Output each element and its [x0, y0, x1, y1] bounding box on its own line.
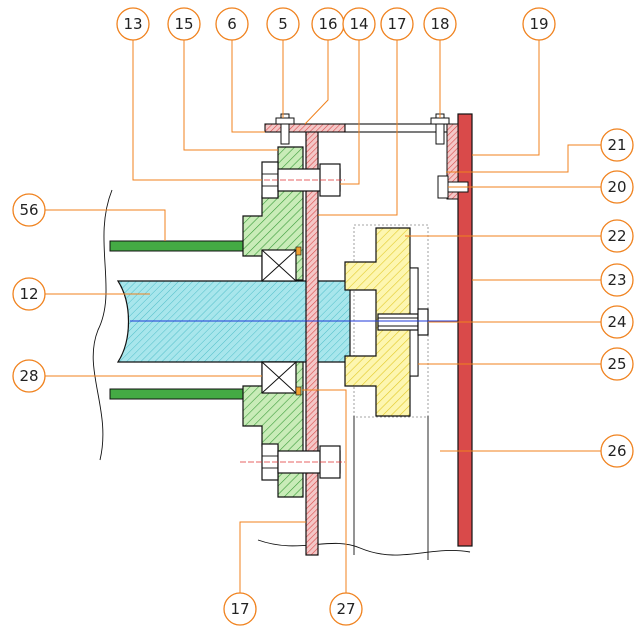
leader-56: [45, 209, 166, 241]
leader-6: [231, 40, 265, 133]
svg-text:56: 56: [19, 201, 38, 219]
svg-text:17: 17: [387, 15, 406, 33]
callout-27: 27: [329, 592, 363, 626]
callout-19: 19: [522, 7, 556, 41]
svg-text:14: 14: [349, 15, 368, 33]
svg-text:24: 24: [607, 313, 626, 331]
wall-plate-17: [305, 129, 319, 556]
svg-text:25: 25: [607, 355, 626, 373]
svg-text:12: 12: [19, 285, 38, 303]
top-bar-16: [264, 123, 346, 133]
svg-text:28: 28: [19, 367, 38, 385]
svg-text:6: 6: [227, 15, 237, 33]
leader-16: [304, 40, 329, 125]
callout-6: 6: [215, 7, 249, 41]
callout-21: 21: [600, 128, 634, 162]
flange-bolt-lower: [240, 443, 345, 481]
break-line-left: [92, 189, 113, 461]
svg-text:27: 27: [336, 600, 355, 618]
callout-22: 22: [600, 219, 634, 253]
top-bar-extension: [344, 123, 448, 133]
callout-12: 12: [12, 277, 46, 311]
bearing-lower: [261, 361, 302, 396]
callout-56: 56: [12, 193, 46, 227]
svg-text:23: 23: [607, 271, 626, 289]
svg-text:18: 18: [430, 15, 449, 33]
right-plate-23: [457, 113, 473, 547]
svg-text:15: 15: [174, 15, 193, 33]
callout-20: 20: [600, 170, 634, 204]
callout-26: 26: [600, 434, 634, 468]
svg-text:22: 22: [607, 227, 626, 245]
leader-14: [340, 40, 360, 185]
callout-15: 15: [167, 7, 201, 41]
leader-17-bottom: [239, 521, 306, 593]
leader-21: [446, 144, 603, 173]
svg-text:19: 19: [529, 15, 548, 33]
leader-15: [183, 40, 278, 151]
callout-17-top: 17: [380, 7, 414, 41]
callout-25: 25: [600, 347, 634, 381]
svg-text:5: 5: [278, 15, 288, 33]
top-bolt-5: [275, 113, 295, 145]
break-line-bottom: [257, 539, 471, 556]
svg-text:13: 13: [123, 15, 142, 33]
bracket-19: [446, 123, 459, 200]
svg-text:21: 21: [607, 136, 626, 154]
callout-17-bottom: 17: [223, 592, 257, 626]
callout-23: 23: [600, 263, 634, 297]
svg-text:16: 16: [318, 15, 337, 33]
callout-16: 16: [311, 7, 345, 41]
leader-lines: [45, 40, 603, 593]
housing-tube-upper: [109, 240, 263, 252]
leader-13: [132, 40, 262, 181]
svg-text:20: 20: [607, 178, 626, 196]
svg-text:26: 26: [607, 442, 626, 460]
callout-5: 5: [266, 7, 300, 41]
callout-14: 14: [342, 7, 376, 41]
callout-28: 28: [12, 359, 46, 393]
svg-text:17: 17: [230, 600, 249, 618]
leader-19: [472, 40, 540, 156]
bearing-upper: [261, 246, 302, 282]
leader-17-top: [318, 40, 398, 216]
callout-18: 18: [423, 7, 457, 41]
leader-27: [302, 389, 347, 593]
callout-13: 13: [116, 7, 150, 41]
housing-tube-lower: [109, 388, 263, 400]
callout-24: 24: [600, 305, 634, 339]
